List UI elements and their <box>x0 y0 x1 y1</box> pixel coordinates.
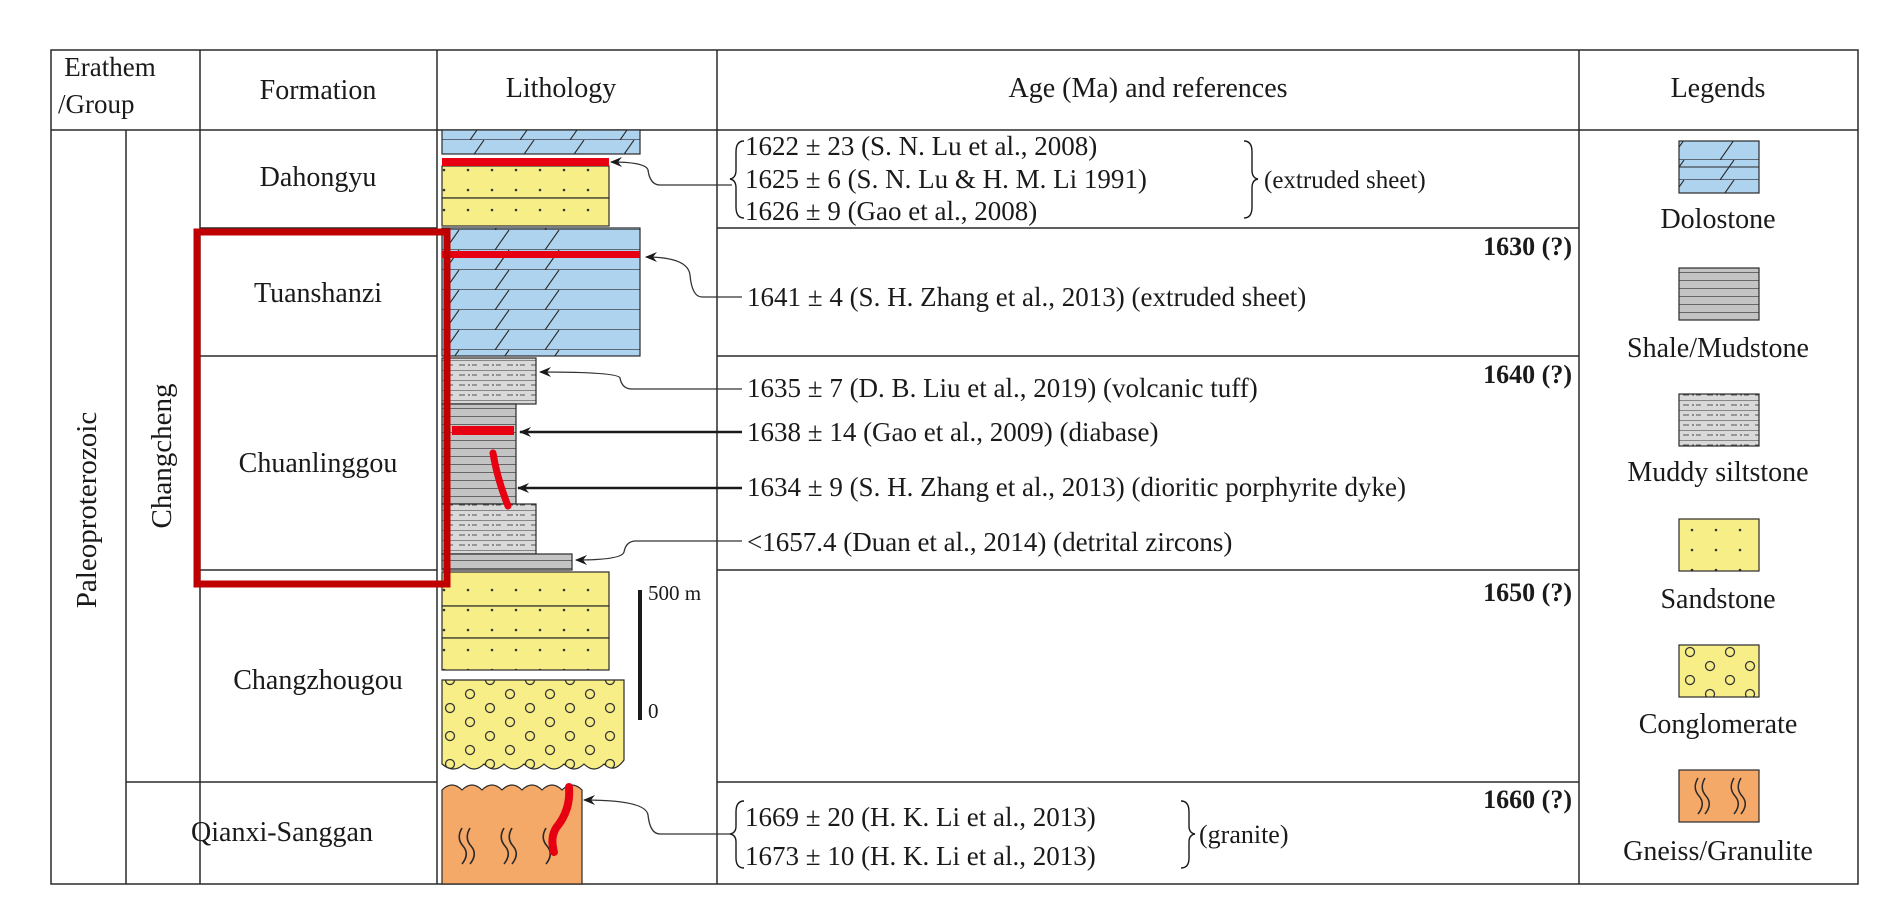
changzhougou-conglomerate <box>441 679 625 770</box>
age-chuanlinggou-1: 1635 ± 7 (D. B. Liu et al., 2019) (volca… <box>747 373 1258 403</box>
age-tuanshanzi: 1641 ± 4 (S. H. Zhang et al., 2013) (ext… <box>747 282 1306 312</box>
boundary-age-1640: 1640 (?) <box>1483 360 1572 389</box>
brace-right-dahongyu <box>1243 140 1259 219</box>
changzhougou-sandstone-3 <box>441 637 610 671</box>
chuanlinggou-siltstone-upper <box>441 357 537 405</box>
formation-chuanlinggou: Chuanlinggou <box>239 448 398 479</box>
age-dahongyu-1: 1622 ± 23 (S. N. Lu et al., 2008) <box>745 131 1097 161</box>
header-formation: Formation <box>260 75 377 106</box>
chuanlinggou-diabase-sill <box>452 426 514 435</box>
header-age-references: Age (Ma) and references <box>1008 73 1287 104</box>
chuanlinggou-siltstone-lower <box>441 503 537 555</box>
dahongyu-volcanic-sheet <box>442 158 609 166</box>
age-references: 1622 ± 23 (S. N. Lu et al., 2008) 1625 ±… <box>729 131 1426 871</box>
legend-panel: Dolostone Shale/Mudstone Muddy siltstone… <box>1623 140 1813 867</box>
legend-label-sandstone: Sandstone <box>1660 584 1775 615</box>
boundary-age-1650: 1650 (?) <box>1483 578 1572 607</box>
legend-swatch-gneiss <box>1678 769 1760 823</box>
formation-dahongyu: Dahongyu <box>260 162 377 193</box>
age-dahongyu-note: (extruded sheet) <box>1264 167 1426 194</box>
qianxi-gneiss-layer <box>441 784 583 885</box>
legend-label-conglomerate: Conglomerate <box>1639 709 1798 740</box>
brace-left-dahongyu <box>729 140 745 219</box>
formation-qianxi-sanggan: Qianxi-Sanggan <box>191 817 373 848</box>
legend-swatch-shale <box>1678 267 1760 321</box>
age-chuanlinggou-3: 1634 ± 9 (S. H. Zhang et al., 2013) (dio… <box>747 472 1406 502</box>
legend-item-dolostone: Dolostone <box>1660 140 1776 235</box>
connector-arrows <box>517 157 742 835</box>
formation-tuanshanzi: Tuanshanzi <box>254 278 382 309</box>
table-grid <box>50 49 1859 885</box>
legend-item-shale: Shale/Mudstone <box>1627 267 1809 364</box>
legend-swatch-siltstone <box>1678 393 1760 447</box>
boundary-age-1630: 1630 (?) <box>1483 232 1572 261</box>
legend-item-sandstone: Sandstone <box>1660 518 1776 615</box>
scale-top-label: 500 m <box>648 581 701 605</box>
highlight-box <box>193 228 451 588</box>
age-chuanlinggou-2: 1638 ± 14 (Gao et al., 2009) (diabase) <box>747 417 1158 447</box>
table-header: Erathem /Group Formation Lithology Age (… <box>58 52 1765 119</box>
chuanlinggou-dyke <box>489 449 512 510</box>
dahongyu-dolostone-layer <box>441 129 641 155</box>
brace-left-qianxi <box>729 800 745 869</box>
header-group: /Group <box>58 89 135 119</box>
brace-right-qianxi <box>1180 800 1196 869</box>
gneiss-symbols <box>458 827 552 865</box>
tuanshanzi-volcanic-sheet <box>442 251 640 258</box>
erathem-label: Paleoproterozoic <box>71 412 103 608</box>
boundary-age-1660: 1660 (?) <box>1483 785 1572 814</box>
header-legends: Legends <box>1671 73 1766 104</box>
dahongyu-sandstone-layer-2 <box>441 197 610 227</box>
changzhougou-sandstone-2 <box>441 605 610 639</box>
boundary-ages: 1630 (?) 1640 (?) 1650 (?) 1660 (?) <box>1483 232 1572 814</box>
scale-bar: 500 m 0 <box>638 581 701 723</box>
chuanlinggou-shale-base <box>441 553 573 571</box>
legend-label-siltstone: Muddy siltstone <box>1627 457 1808 488</box>
age-qianxi-2: 1673 ± 10 (H. K. Li et al., 2013) <box>745 841 1096 871</box>
legend-swatch-sandstone <box>1678 518 1760 572</box>
granite-intrusion <box>548 783 574 856</box>
legend-swatch-conglomerate <box>1678 644 1760 698</box>
legend-item-conglomerate: Conglomerate <box>1639 644 1798 740</box>
lithology-column <box>441 129 641 885</box>
age-dahongyu-2: 1625 ± 6 (S. N. Lu & H. M. Li 1991) <box>745 164 1147 194</box>
legend-item-siltstone: Muddy siltstone <box>1627 393 1809 488</box>
age-qianxi-note: (granite) <box>1199 820 1289 849</box>
changzhougou-sandstone-1 <box>441 571 610 607</box>
formation-names: Dahongyu Tuanshanzi Chuanlinggou Changzh… <box>191 162 403 848</box>
legend-label-shale: Shale/Mudstone <box>1627 333 1809 364</box>
legend-label-gneiss: Gneiss/Granulite <box>1623 836 1813 867</box>
tuanshanzi-dolostone-layer <box>441 227 641 357</box>
header-lithology: Lithology <box>506 73 616 104</box>
age-dahongyu-3: 1626 ± 9 (Gao et al., 2008) <box>745 196 1037 226</box>
dahongyu-sandstone-layer <box>441 165 610 199</box>
legend-item-gneiss: Gneiss/Granulite <box>1623 769 1813 867</box>
formation-changzhougou: Changzhougou <box>233 665 403 696</box>
scale-bottom-label: 0 <box>648 699 659 723</box>
legend-label-dolostone: Dolostone <box>1660 204 1775 235</box>
age-chuanlinggou-4: <1657.4 (Duan et al., 2014) (detrital zi… <box>747 527 1232 557</box>
age-qianxi-1: 1669 ± 20 (H. K. Li et al., 2013) <box>745 802 1096 832</box>
group-label: Changcheng <box>146 384 178 529</box>
header-erathem: Erathem <box>64 52 155 82</box>
